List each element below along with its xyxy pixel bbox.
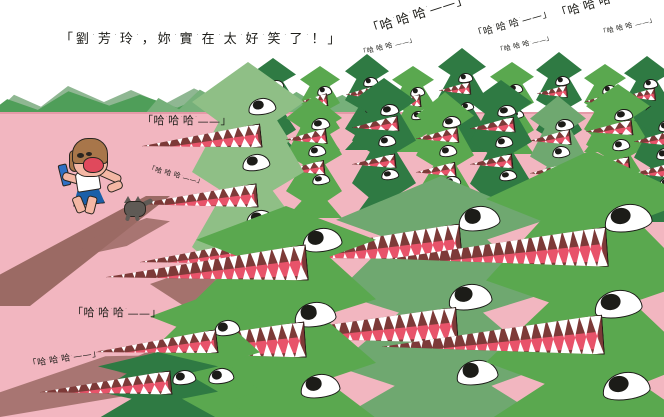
laugh-text-2: 「哈˙哈˙哈˙——」 [147, 164, 205, 186]
headline-speech-text: 「 劉˙芳˙玲˙， 妳˙實˙在˙太˙好˙笑˙了˙！」 [60, 32, 344, 47]
laugh-text-6: 「哈˙哈˙哈˙——」 [496, 33, 554, 55]
cat-ear-left [124, 196, 132, 203]
laugh-text-1: 「哈˙哈˙哈˙——」 [142, 114, 232, 128]
crocodile-tree [98, 352, 218, 417]
girl-eye-right [86, 152, 92, 156]
laugh-text-8: 「哈˙哈˙哈˙——」 [599, 15, 657, 37]
laugh-text-4: 「哈˙哈˙哈˙——」 [359, 35, 417, 57]
small-cat [118, 195, 154, 222]
laugh-text-10: 「哈˙哈˙哈˙——」 [27, 348, 102, 370]
girl-eye-left [77, 153, 84, 158]
crocodile-tree [286, 96, 342, 218]
crocodile-tree [486, 150, 664, 417]
girl-open-mouth [83, 157, 104, 173]
cat-ear-right [134, 196, 142, 203]
laugh-text-3: 「哈˙哈˙哈˙——」 [365, 0, 471, 39]
laugh-text-9: 「哈˙哈˙哈˙——」 [72, 306, 162, 320]
running-girl [52, 138, 132, 215]
